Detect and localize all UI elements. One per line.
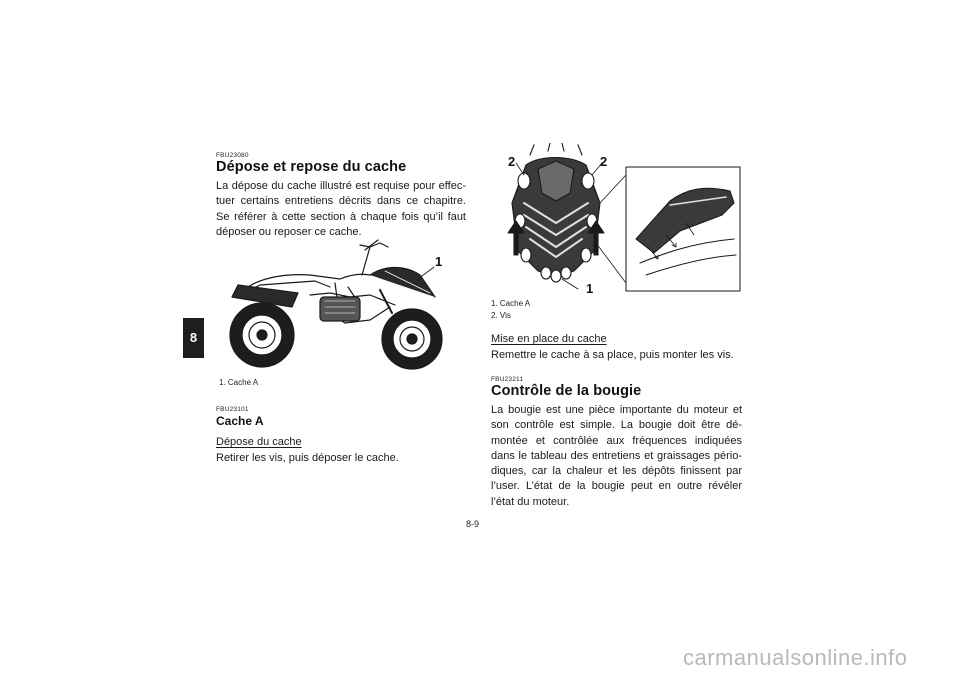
subsection-title: Cache A (216, 414, 264, 428)
install-text: Remettre le cache à sa place, puis monte… (491, 349, 734, 361)
page-number: 8-9 (466, 519, 480, 529)
callout-label-2-left: 2 (508, 154, 515, 169)
figure-caption-1: 1. Cache A (491, 299, 531, 308)
figure-caption-2: 2. Vis (491, 311, 511, 320)
cover-diagram: 2 2 1 (507, 143, 741, 295)
watermark: carmanualsonline.info (683, 645, 908, 670)
section-title-2: Contrôle de la bougie (491, 383, 642, 399)
removal-heading: Dépose du cache (216, 436, 302, 448)
chapter-tab: 8 (183, 318, 204, 358)
atv-illustration: 1 (229, 239, 443, 370)
spark-plug-paragraph: La bougie est une pièce importante du mo… (491, 404, 742, 508)
callout-label-1: 1 (586, 281, 593, 295)
section-code: FBU23080 (216, 152, 249, 159)
intro-paragraph: La dépose du cache illustré est requise … (216, 180, 466, 238)
section-code: FBU23101 (216, 406, 249, 413)
removal-text: Retirer les vis, puis déposer le cache. (216, 452, 399, 464)
callout-label-2-right: 2 (600, 154, 607, 169)
callout-label-1: 1 (435, 254, 442, 269)
section-code: FBU23211 (491, 376, 524, 383)
section-title: Dépose et repose du cache (216, 159, 407, 175)
figure-caption: 1. Cache A (219, 378, 259, 387)
install-heading: Mise en place du cache (491, 333, 607, 345)
